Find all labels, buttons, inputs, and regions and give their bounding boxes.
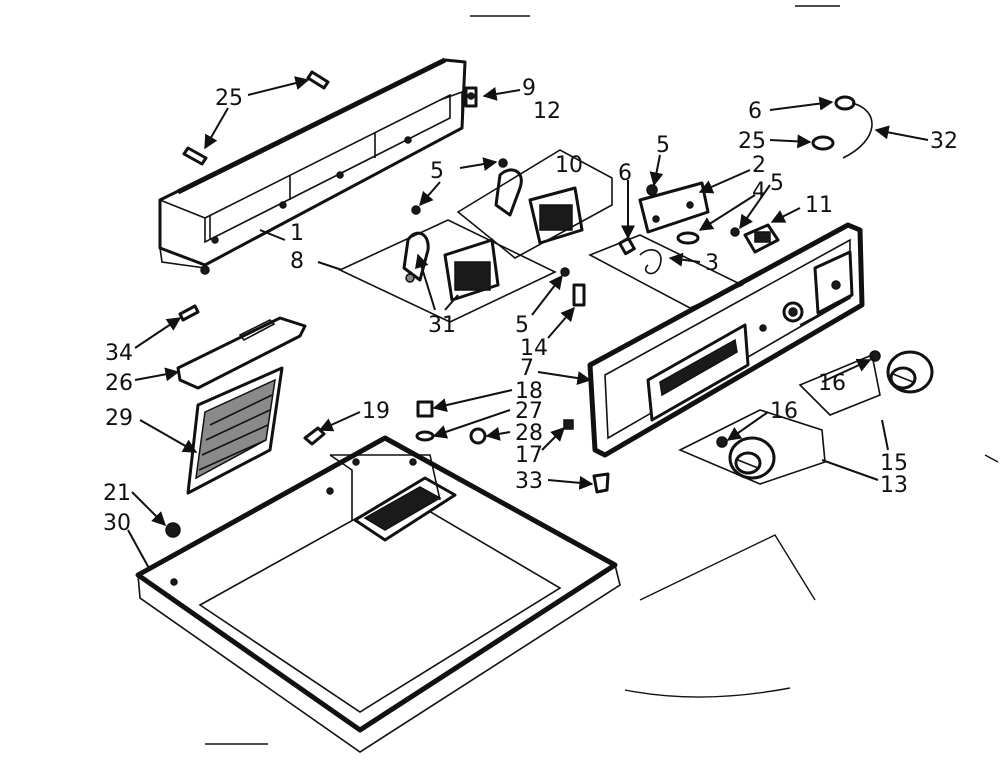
part-17-33-screws [563, 419, 610, 494]
callout-11: 11 [805, 193, 833, 218]
part-6-25-32-wire [811, 95, 873, 159]
callout-6-middle: 6 [618, 161, 632, 186]
callout-27: 27 [515, 399, 543, 424]
callout-31: 31 [428, 313, 456, 338]
callout-21: 21 [103, 481, 131, 506]
callout-33: 33 [515, 469, 543, 494]
callout-5-timer: 5 [430, 159, 444, 184]
callout-4: 4 [752, 179, 766, 204]
part-19-clip [303, 426, 326, 446]
callout-7: 7 [520, 356, 534, 381]
part-34-screw [178, 304, 200, 322]
callout-3: 3 [705, 251, 719, 276]
callout-26: 26 [105, 371, 133, 396]
callout-14: 14 [520, 336, 548, 361]
part-1-console-back [158, 57, 467, 275]
callout-30: 30 [103, 511, 131, 536]
callout-5-lower: 5 [515, 313, 529, 338]
part-26-cover [176, 316, 307, 390]
part-8-31-switch-assembly [402, 231, 500, 302]
part-14-switch [560, 267, 586, 307]
callout-8: 8 [290, 249, 304, 274]
callout-29: 29 [105, 406, 133, 431]
assembly-outlines [329, 149, 881, 520]
part-7-control-panel [587, 222, 865, 458]
callout-5-indicator: 5 [656, 133, 670, 158]
part-18-27-28-hardware [415, 400, 487, 445]
part-25-screws-top [182, 70, 330, 166]
callout-15: 15 [880, 451, 908, 476]
callout-13: 13 [880, 473, 908, 498]
part-21-bumper [165, 522, 181, 538]
part-29-lint-filter [186, 366, 284, 495]
callout-17: 17 [515, 443, 543, 468]
callout-labels: 25 9 12 6 25 32 5 10 6 5 2 4 5 11 1 8 3 … [103, 76, 958, 536]
callout-6-top-right: 6 [748, 99, 762, 124]
leader-lines [127, 76, 929, 571]
callout-12: 12 [533, 99, 561, 124]
callout-28: 28 [515, 421, 543, 446]
callout-18: 18 [515, 379, 543, 404]
callout-9: 9 [522, 76, 536, 101]
callout-16-right: 16 [818, 371, 846, 396]
callout-5-switch: 5 [770, 171, 784, 196]
part-13-16-knob [716, 436, 776, 480]
scan-artifacts [205, 5, 999, 745]
callout-25-right: 25 [738, 129, 766, 154]
callout-1: 1 [290, 221, 304, 246]
callout-34: 34 [105, 341, 133, 366]
callout-2: 2 [752, 153, 766, 178]
callout-19: 19 [362, 399, 390, 424]
part-15-16-knob [869, 350, 934, 394]
callout-10: 10 [555, 153, 583, 178]
part-30-top-panel [135, 435, 621, 753]
part-9-bracket [464, 86, 478, 108]
part-11-switch [743, 223, 780, 254]
callout-25-top: 25 [215, 86, 243, 111]
callout-16-lower: 16 [770, 399, 798, 424]
callout-32: 32 [930, 129, 958, 154]
